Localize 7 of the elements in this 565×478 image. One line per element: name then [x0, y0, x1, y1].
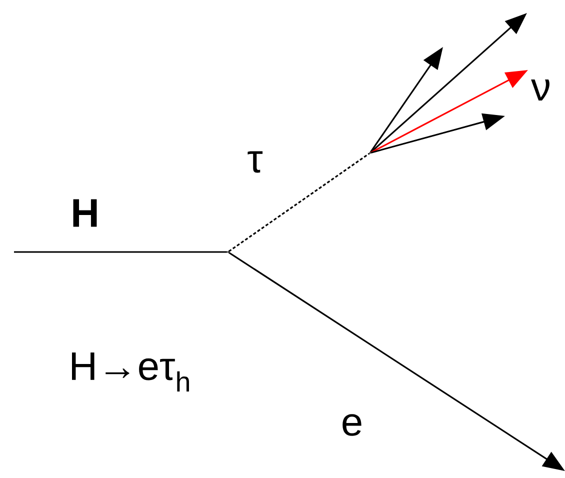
edge-label: ν [531, 79, 550, 101]
edge-label: H [73, 199, 97, 227]
dashed-line [228, 152, 370, 252]
line [14, 251, 228, 253]
formula-label: H→eτ$_{h}$ [72, 352, 189, 392]
edge-label: τ [248, 151, 263, 173]
edge-label: e [342, 414, 362, 436]
